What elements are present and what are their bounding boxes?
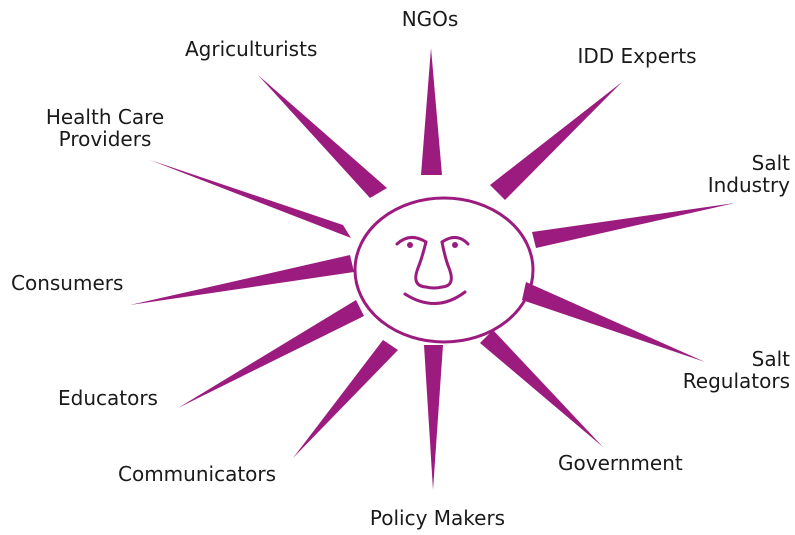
ray-government — [480, 330, 603, 447]
label-salt-industry: Salt Industry — [660, 152, 790, 196]
label-line: Government — [558, 451, 683, 475]
label-agriculturists: Agriculturists — [185, 38, 317, 60]
ray-communicators — [293, 340, 398, 458]
label-health-care-providers: Health Care Providers — [30, 106, 180, 150]
ray-ngos — [421, 48, 442, 175]
label-communicators: Communicators — [118, 463, 276, 485]
smile — [403, 290, 467, 305]
label-idd-experts: IDD Experts — [562, 45, 712, 67]
ray-agriculturists — [258, 75, 387, 198]
ray-salt-industry — [532, 203, 735, 248]
ray-salt-regulators — [522, 282, 705, 362]
label-line: Educators — [58, 386, 158, 410]
label-line: Salt — [751, 347, 790, 371]
label-line: Agriculturists — [185, 37, 318, 61]
sun-face-circle — [353, 196, 535, 344]
label-line: Policy Makers — [369, 506, 506, 530]
ray-health-care-providers — [150, 160, 351, 238]
label-consumers: Consumers — [11, 272, 123, 294]
ray-educators — [178, 300, 364, 408]
label-policy-makers: Policy Makers — [350, 507, 525, 529]
right-eye — [452, 242, 458, 248]
smiley-face — [395, 236, 470, 305]
label-line: Salt — [751, 151, 790, 175]
label-ngos: NGOs — [385, 8, 475, 30]
label-line: NGOs — [401, 7, 459, 31]
label-line: Industry — [707, 173, 790, 197]
label-line: IDD Experts — [577, 44, 697, 68]
label-educators: Educators — [58, 387, 158, 409]
right-eyebrow — [440, 236, 470, 246]
label-line: Health Care — [45, 105, 165, 129]
label-line: Regulators — [682, 369, 790, 393]
label-salt-regulators: Salt Regulators — [655, 348, 790, 392]
label-line: Consumers — [11, 271, 124, 295]
left-eyebrow — [395, 236, 428, 246]
label-government: Government — [558, 452, 683, 474]
label-line: Providers — [58, 127, 152, 151]
nose — [414, 240, 453, 290]
label-line: Communicators — [118, 462, 277, 486]
ray-policy-makers — [424, 345, 443, 490]
ray-consumers — [130, 255, 354, 305]
sun-rays — [130, 48, 735, 490]
left-eye — [407, 242, 413, 248]
ray-idd-experts — [490, 82, 622, 200]
